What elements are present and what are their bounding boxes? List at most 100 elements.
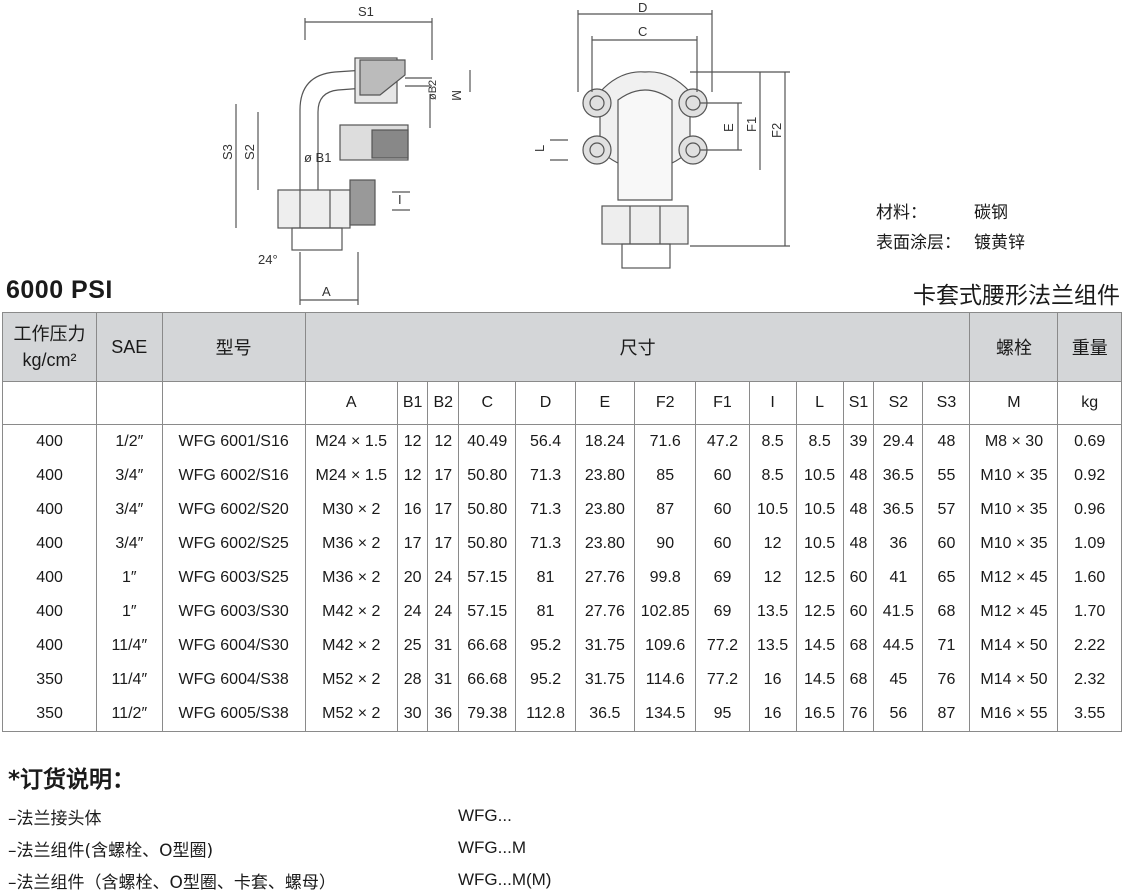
table-cell: 0.92 [1057, 459, 1122, 493]
order-item: –法兰组件(含螺栓、O型圈) WFG...M [8, 832, 551, 864]
table-cell: 1″ [96, 561, 163, 595]
material-info: 材料：碳钢 表面涂层：镀黄锌 [876, 198, 1025, 258]
table-cell: M14 × 50 [969, 629, 1059, 663]
material-value: 碳钢 [974, 203, 1008, 223]
table-cell: 44.5 [873, 629, 924, 663]
table-cell: 109.6 [634, 629, 697, 663]
header-dimensions: 尺寸 [304, 312, 971, 382]
table-cell: 69 [695, 595, 750, 629]
table-cell: 400 [1, 595, 98, 629]
table-cell: 12.5 [795, 595, 844, 629]
order-item-code: WFG... [458, 806, 512, 825]
table-cell: 400 [1, 629, 98, 663]
table-cell: 31.75 [574, 663, 636, 697]
table-cell: 0.96 [1057, 493, 1122, 527]
table-cell: 16.5 [795, 697, 844, 732]
table-cell: 12 [748, 527, 797, 561]
table-cell: 400 [1, 493, 98, 527]
table-cell: M52 × 2 [304, 663, 398, 697]
table-cell: 77.2 [695, 663, 750, 697]
table-cell: 39 [842, 424, 875, 459]
table-cell: 23.80 [574, 493, 636, 527]
table-cell: 31 [427, 629, 460, 663]
dim-i-left-label: I [398, 192, 402, 207]
dim-f2-label: F2 [769, 123, 784, 138]
table-cell: 16 [748, 697, 797, 732]
coating-label: 表面涂层： [876, 233, 961, 253]
table-cell: 114.6 [634, 663, 697, 697]
table-cell: M14 × 50 [969, 663, 1059, 697]
table-cell: 112.8 [515, 697, 576, 732]
product-title: 卡套式腰形法兰组件 [913, 283, 1120, 309]
table-cell: M8 × 30 [969, 424, 1059, 459]
table-cell: 1″ [96, 595, 163, 629]
table-cell: 56.4 [515, 424, 576, 459]
order-notes: *订货说明： –法兰接头体 WFG... –法兰组件(含螺栓、O型圈) WFG.… [8, 760, 551, 896]
table-cell: 13.5 [748, 629, 797, 663]
flange-front-view [550, 10, 790, 269]
table-cell: 17 [396, 527, 429, 561]
table-cell: 18.24 [574, 424, 636, 459]
table-cell: WFG 6002/S25 [161, 527, 306, 561]
table-cell: 60 [695, 527, 750, 561]
table-cell: 48 [922, 424, 971, 459]
table-cell: 350 [1, 697, 98, 732]
table-cell: WFG 6003/S30 [161, 595, 306, 629]
table-cell: 57.15 [458, 595, 517, 629]
table-cell: 0.69 [1057, 424, 1122, 459]
table-cell: 60 [842, 561, 875, 595]
table-cell: 3/4″ [96, 459, 163, 493]
table-cell: 8.5 [795, 424, 844, 459]
table-cell: 24 [396, 595, 429, 629]
table-cell: 57 [922, 493, 971, 527]
table-cell: 50.80 [458, 527, 517, 561]
table-cell: 400 [1, 527, 98, 561]
table-cell: M36 × 2 [304, 527, 398, 561]
table-cell: 45 [873, 663, 924, 697]
table-cell: 95.2 [515, 629, 576, 663]
table-cell: WFG 6003/S25 [161, 561, 306, 595]
table-cell: 12 [396, 459, 429, 493]
header-model: 型号 [161, 312, 306, 382]
table-cell: 81 [515, 561, 576, 595]
table-cell: M24 × 1.5 [304, 459, 398, 493]
table-cell: 1.09 [1057, 527, 1122, 561]
table-cell: 8.5 [748, 459, 797, 493]
dim-b2-label: øB2 [427, 80, 439, 100]
table-cell: 66.68 [458, 629, 517, 663]
dim-e-label: E [721, 123, 736, 132]
table-cell: 11/4″ [96, 663, 163, 697]
table-cell: 66.68 [458, 663, 517, 697]
table-cell: M30 × 2 [304, 493, 398, 527]
table-cell: 36 [427, 697, 460, 732]
header-weight: 重量 [1057, 312, 1122, 382]
header-pressure-label: 工作压力 [13, 324, 86, 344]
table-cell: 24 [427, 561, 460, 595]
header-bolt: 螺栓 [969, 312, 1059, 382]
table-cell: 1.60 [1057, 561, 1122, 595]
table-cell: 20 [396, 561, 429, 595]
sub-header-row: A B1 B2 C D E F2 F1 I L S1 S2 S3 M kg [1, 381, 1122, 425]
coating-value: 镀黄锌 [974, 233, 1025, 253]
table-cell: 99.8 [634, 561, 697, 595]
table-cell: M42 × 2 [304, 629, 398, 663]
table-cell: WFG 6002/S16 [161, 459, 306, 493]
table-cell: 60 [695, 493, 750, 527]
header-pressure-unit: kg/cm² [22, 350, 77, 370]
sub-header-empty [161, 381, 306, 425]
table-cell: 2.32 [1057, 663, 1122, 697]
table-cell: 14.5 [795, 629, 844, 663]
table-cell: 68 [842, 663, 875, 697]
sub-header-b2: B2 [427, 381, 460, 425]
table-cell: 56 [873, 697, 924, 732]
table-cell: 11/2″ [96, 697, 163, 732]
table-cell: 10.5 [795, 493, 844, 527]
table-cell: WFG 6004/S30 [161, 629, 306, 663]
sub-header-d: D [515, 381, 576, 425]
table-cell: 95.2 [515, 663, 576, 697]
table-cell: 71.3 [515, 527, 576, 561]
